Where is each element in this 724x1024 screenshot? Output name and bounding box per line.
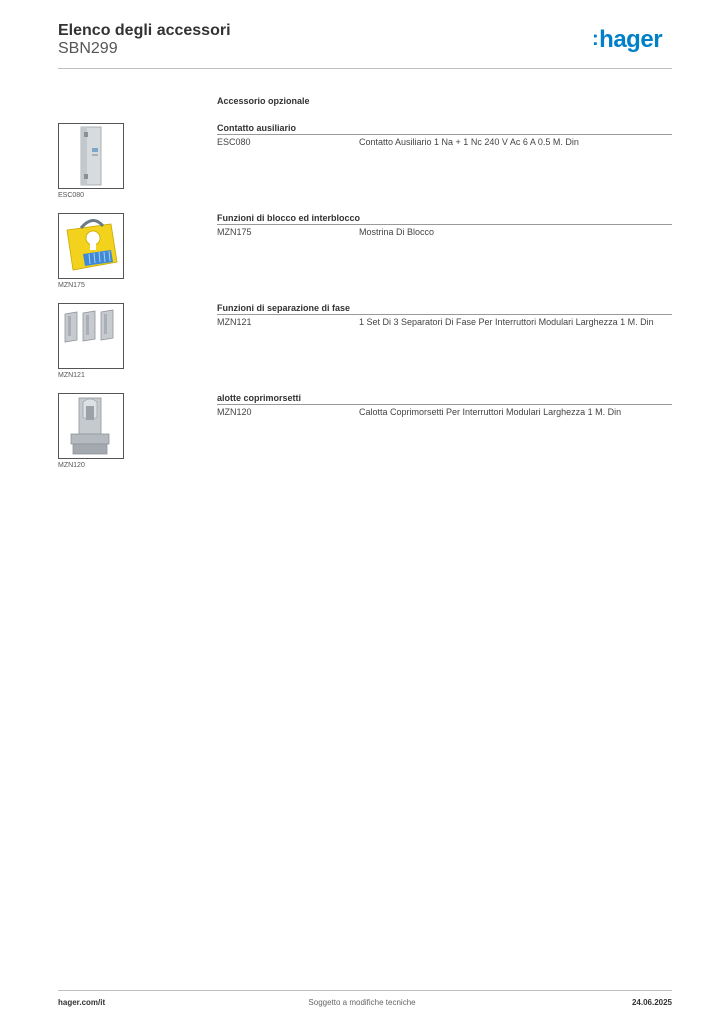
document-subtitle: SBN299 xyxy=(58,40,118,57)
terminal-cover-image xyxy=(70,397,110,455)
item-code: MZN121 xyxy=(217,317,252,327)
product-thumbnail xyxy=(58,303,124,369)
item-description: Calotta Coprimorsetti Per Interruttori M… xyxy=(359,407,622,417)
category-divider xyxy=(217,314,672,315)
logo-colon-mark: : xyxy=(592,28,599,50)
thumbnail-caption: ESC080 xyxy=(58,192,85,199)
accessory-group: MZN121 Funzioni di separazione di fase M… xyxy=(58,303,672,393)
header-divider xyxy=(58,68,672,69)
item-description: Mostrina Di Blocco xyxy=(359,227,435,237)
category-title: alotte coprimorsetti xyxy=(217,393,302,403)
thumbnail-caption: MZN120 xyxy=(58,462,85,469)
phase-separators-image xyxy=(64,309,114,343)
item-code: MZN175 xyxy=(217,227,252,237)
footer-divider xyxy=(58,990,672,991)
document-title: Elenco degli accessori xyxy=(58,22,231,39)
category-divider xyxy=(217,134,672,135)
accessory-group: ESC080 Contatto ausiliario ESC080 Contat… xyxy=(58,123,672,213)
item-description: Contatto Ausiliario 1 Na + 1 Nc 240 V Ac… xyxy=(359,137,579,147)
category-title: Funzioni di blocco ed interblocco xyxy=(217,213,361,223)
footer-note: Soggetto a modifiche tecniche xyxy=(308,998,416,1007)
category-title: Funzioni di separazione di fase xyxy=(217,303,351,313)
lock-plate-image xyxy=(66,219,118,271)
footer-website-link[interactable]: hager.com/it xyxy=(58,998,106,1007)
thumbnail-caption: MZN175 xyxy=(58,282,85,289)
footer-date: 24.06.2025 xyxy=(631,998,672,1007)
item-code: ESC080 xyxy=(217,137,251,147)
hager-logo: :hager xyxy=(592,26,663,53)
item-description: 1 Set Di 3 Separatori Di Fase Per Interr… xyxy=(359,317,654,327)
accessory-group: MZN175 Funzioni di blocco ed interblocco… xyxy=(58,213,672,303)
thumbnail-caption: MZN121 xyxy=(58,372,85,379)
item-code: MZN120 xyxy=(217,407,252,417)
category-divider xyxy=(217,224,672,225)
category-divider xyxy=(217,404,672,405)
auxiliary-contact-image xyxy=(80,126,102,186)
category-title: Contatto ausiliario xyxy=(217,123,297,133)
product-thumbnail xyxy=(58,123,124,189)
section-heading: Accessorio opzionale xyxy=(217,96,310,106)
accessory-group: MZN120 alotte coprimorsetti MZN120 Calot… xyxy=(58,393,672,483)
product-thumbnail xyxy=(58,213,124,279)
logo-text: hager xyxy=(599,26,663,53)
product-thumbnail xyxy=(58,393,124,459)
